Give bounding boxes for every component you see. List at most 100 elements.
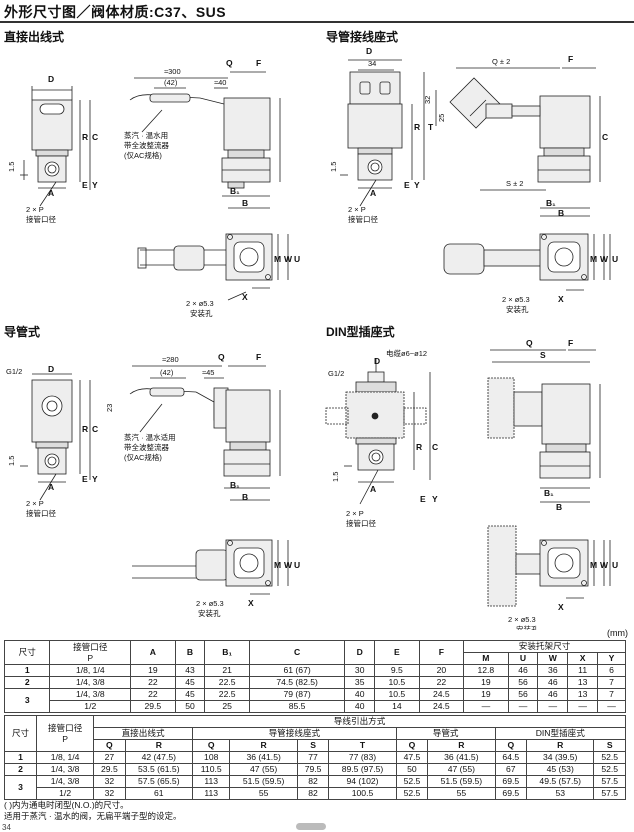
port-note-conduit: 2 × P [26,499,44,508]
dim-D-conduit: D [48,364,54,374]
t1-head-bracket: 安装托架尺寸 [463,640,626,653]
dim-A-din: A [370,484,376,494]
dim-R-conduit: R [82,424,88,434]
dim-M-direct: M [274,254,281,264]
t1-head-Y: Y [597,652,626,665]
dim-C-direct: C [92,132,98,142]
t1-head-D: D [344,640,376,665]
t2-head-din: DIN型插座式 [494,727,627,740]
dim-42-direct: (42) [164,78,178,87]
dim-R-direct: R [82,132,88,142]
dim-U-ct: U [612,254,618,264]
dim-B-conduit: B [242,492,248,502]
dim-B-direct: B [242,198,248,208]
dim-B1-direct: B₁ [230,186,240,196]
dim-M-din: M [590,560,597,570]
t1-head-W: W [537,652,569,665]
brand-logo [296,823,326,830]
t2-head-ct: 导管接线座式 [192,727,397,740]
section-title-din: DIN型插座式 [326,325,395,339]
t1-head-A: A [130,640,176,665]
dim-Q-direct: Q [226,58,233,68]
port-size-ct: 接管口径 [348,214,378,224]
dim-A-conduit: A [48,482,54,492]
dim-T-ct: T [428,122,434,132]
section-title-conduit: 导管式 [4,325,41,339]
dim-A-ct: A [370,188,376,198]
dim-32: 32 [423,96,432,104]
dim-E-conduit: E [82,474,88,484]
g12-din: G1/2 [328,369,344,378]
dim-34: 34 [368,59,376,68]
dim-R-ct: R [414,122,420,132]
t1-head-B1: B₁ [204,640,250,665]
t1-head-F: F [418,640,465,665]
dim-X-direct: X [242,292,248,302]
dim-U-din: U [612,560,618,570]
mount-label-direct: 安装孔 [190,308,213,318]
mount-label-conduit: 安装孔 [198,608,221,618]
dim-Q-conduit: Q [218,352,225,362]
dim-A-direct: A [48,188,54,198]
t2-head-size: 尺寸 [3,715,38,752]
surge-note-3-direct: (仅AC规格) [124,150,162,160]
t1-head-X: X [567,652,599,665]
dim-Y-ct: Y [414,180,420,190]
dim-B-din: B [556,502,562,512]
dim-40: ≈40 [214,78,226,87]
surge-note-3-conduit: (仅AC规格) [124,452,162,462]
t2-head-group: 导线引出方式 [93,715,626,728]
dim-23: 23 [105,404,114,412]
dim-C-conduit: C [92,424,98,434]
dim-U-direct: U [294,254,300,264]
section-title-conduit-terminal: 导管接线座式 [326,30,399,44]
mount-hole-conduit: 2 × ø5.3 [196,599,224,608]
dim-E-ct: E [404,180,410,190]
surge-note-1-conduit: 蒸汽 · 温水适用 [124,432,176,442]
dim-300: ≈300 [164,67,181,76]
surge-note-2-direct: 带全波整流器 [124,140,169,150]
t1-head-E: E [374,640,420,665]
dim-C-din: C [432,442,438,452]
t1-head-size: 尺寸 [3,640,51,665]
footnote-2: 适用于蒸汽 · 温水的阀，无扁平端子型的设定。 [4,811,182,821]
t2-head-direct: 直接出线式 [93,727,193,740]
drawing-conduit-terminal [340,59,611,291]
cable-note: 电缆ø6~ø12 [386,348,427,358]
dim-C-ct: C [602,132,608,142]
port-note-din: 2 × P [346,509,364,518]
dim-1-5-ct: 1.5 [329,162,338,172]
g12-conduit: G1/2 [6,367,22,376]
dim-1-5-direct: 1.5 [7,162,16,172]
dim-1-5-conduit: 1.5 [7,456,16,466]
dim-F-direct: F [256,58,261,68]
mount-label-ct: 安装孔 [506,304,529,314]
mount-hole-din: 2 × ø5.3 [508,615,536,624]
dim-W-conduit: W [284,560,293,570]
dim-U-conduit: U [294,560,300,570]
t1-head-U: U [507,652,539,665]
port-size-din: 接管口径 [346,518,376,528]
dim-M-conduit: M [274,560,281,570]
surge-note-2-conduit: 带全波整流器 [124,442,169,452]
dim-Y-direct: Y [92,180,98,190]
dim-X-ct: X [558,294,564,304]
dim-S-tol: S ± 2 [506,179,523,188]
dim-E-din: E [420,494,426,504]
dim-E-direct: E [82,180,88,190]
dim-45: ≈45 [202,368,214,377]
title-rule [0,21,634,23]
dim-R-din: R [416,442,422,452]
t1-head-M: M [463,652,509,665]
dim-F-conduit: F [256,352,261,362]
dim-X-din: X [558,602,564,612]
dim-Y-din: Y [432,494,438,504]
